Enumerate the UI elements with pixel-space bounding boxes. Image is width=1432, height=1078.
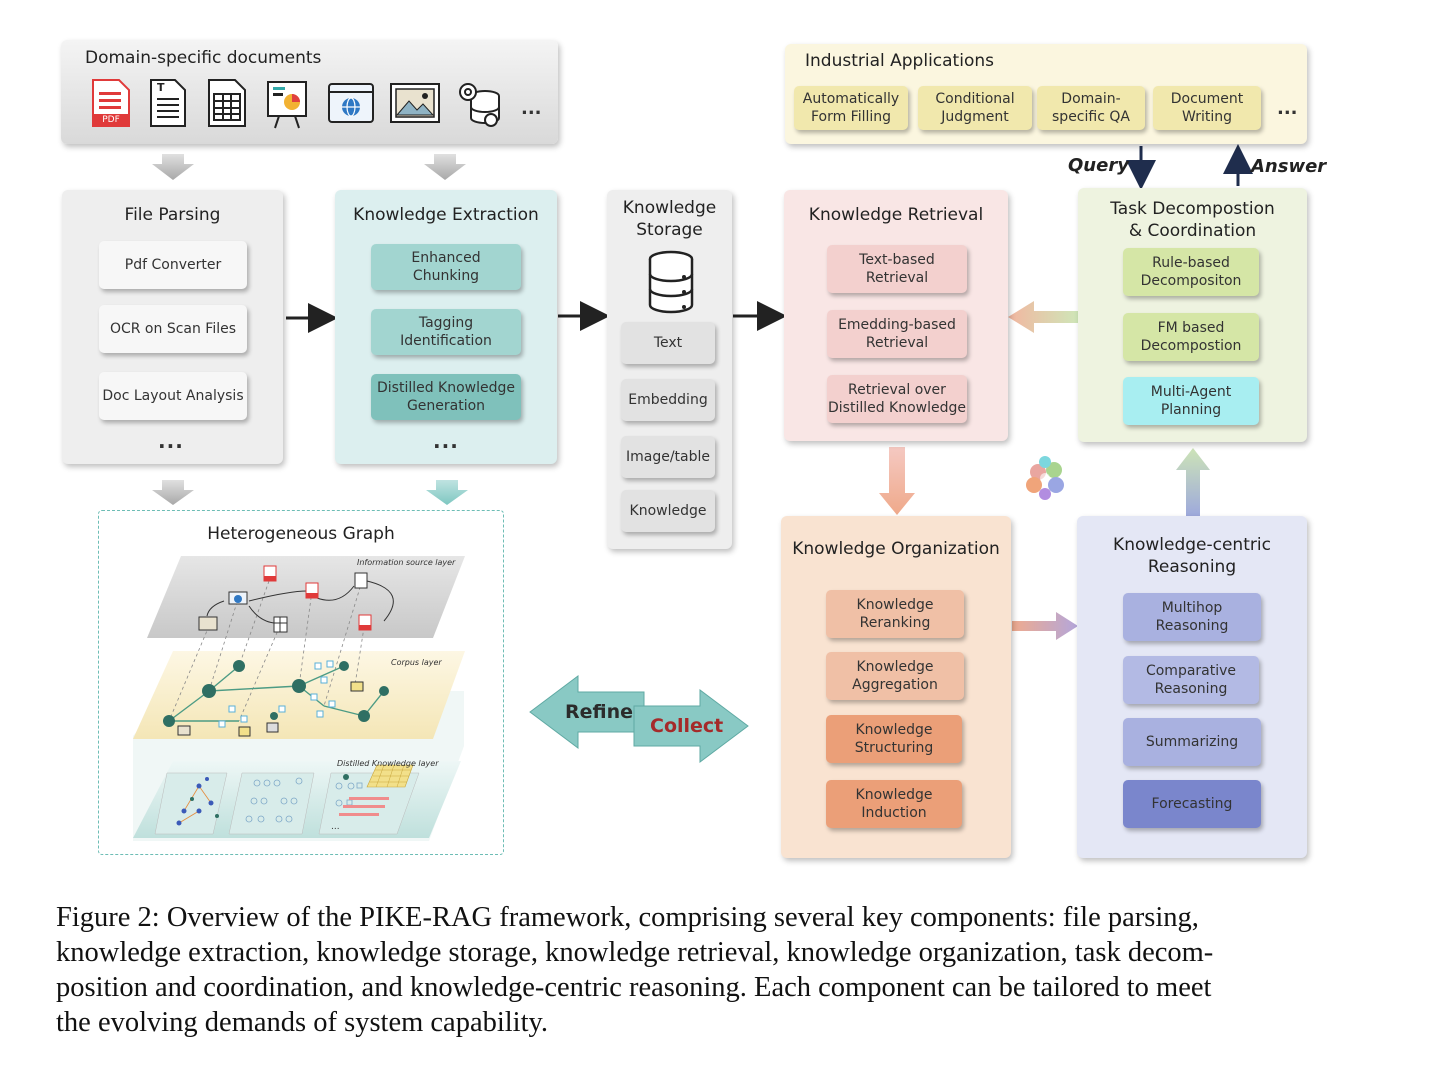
distilled-knowledge-layer-label: Distilled Knowledge layer [337, 759, 439, 768]
information-source-layer-label: Information source layer [357, 558, 456, 567]
knowledge-storage-panel: Knowledge Storage Text Embedding Image/t… [607, 190, 732, 549]
pdf-label: PDF [102, 115, 120, 125]
knowledge-aggregation-box: Knowledge Aggregation [826, 652, 964, 700]
embedding-based-retrieval-box: Emedding-based Retrieval [827, 310, 967, 358]
storage-knowledge-box: Knowledge [621, 490, 715, 532]
pdf-icon: PDF [91, 78, 131, 128]
organization-to-reasoning-arrow [1012, 612, 1078, 640]
file-parsing-panel: File Parsing Pdf Converter OCR on Scan F… [62, 190, 283, 464]
distilled-knowledge-generation-box: Distilled Knowledge Generation [371, 374, 521, 420]
doc-layout-box: Doc Layout Analysis [99, 372, 247, 420]
text-label: T [157, 81, 165, 94]
image-icon [389, 82, 441, 124]
domain-qa-box: Domain- specific QA [1037, 86, 1145, 130]
documents-more: ... [521, 98, 542, 119]
parsing-to-graph-arrow [152, 480, 194, 505]
documents-panel: Domain-specific documents PDF T [61, 40, 558, 144]
knowledge-extraction-panel: Knowledge Extraction Enhanced Chunking T… [335, 190, 557, 464]
storage-text-box: Text [621, 322, 715, 364]
heterogeneous-graph-panel: Heterogeneous Graph [98, 510, 504, 855]
fm-based-decomposition-box: FM based Decompostion [1123, 313, 1259, 361]
reasoning-to-task-arrow [1176, 448, 1210, 516]
ocr-box: OCR on Scan Files [99, 305, 247, 353]
knowledge-induction-box: Knowledge Induction [826, 780, 962, 828]
rule-based-decomposition-box: Rule-based Decompositon [1123, 248, 1259, 296]
heterogeneous-graph-title: Heterogeneous Graph [207, 524, 395, 544]
pdf-converter-box: Pdf Converter [99, 241, 247, 289]
info-layer-icons [198, 565, 372, 633]
knowledge-retrieval-title: Knowledge Retrieval [808, 205, 984, 225]
conditional-judgment-box: Conditional Judgment [918, 86, 1032, 130]
form-filling-box: Automatically Form Filling [794, 86, 908, 130]
summarizing-box: Summarizing [1123, 718, 1261, 766]
task-decomposition-title: Task Decompostion & Coordination [1110, 199, 1275, 241]
file-parsing-more: ... [158, 429, 184, 453]
storage-embedding-box: Embedding [621, 379, 715, 421]
knowledge-organization-title: Knowledge Organization [792, 539, 1000, 559]
knowledge-structuring-box: Knowledge Structuring [826, 715, 962, 763]
text-document-icon: T [149, 78, 187, 128]
knowledge-extraction-title: Knowledge Extraction [353, 205, 539, 225]
knowledge-reasoning-title: Knowledge-centric Reasoning [1113, 535, 1271, 577]
knowledge-extraction-more: ... [433, 429, 459, 453]
task-decomposition-panel: Task Decompostion & Coordination Rule-ba… [1078, 188, 1307, 442]
task-to-retrieval-arrow [1008, 301, 1078, 333]
corpus-graph-nodes [163, 660, 389, 727]
forecasting-box: Forecasting [1123, 780, 1261, 828]
knowledge-reasoning-panel: Knowledge-centric Reasoning Multihop Rea… [1077, 516, 1307, 858]
corpus-layer-plane [133, 651, 465, 739]
docs-to-extraction-arrow [424, 154, 466, 180]
documents-title: Domain-specific documents [85, 48, 322, 68]
collect-label: Collect [650, 715, 724, 737]
industrial-applications-panel: Industrial Applications Automatically Fo… [785, 44, 1307, 144]
corpus-layer-label: Corpus layer [391, 658, 442, 667]
multi-agent-planning-box: Multi-Agent Planning [1123, 377, 1259, 425]
file-parsing-title: File Parsing [124, 205, 221, 225]
extraction-to-graph-arrow [426, 480, 468, 505]
presentation-icon [265, 78, 309, 130]
caption-line: position and coordination, and knowledge… [56, 972, 1212, 1003]
storage-image-table-box: Image/table [621, 436, 715, 478]
text-based-retrieval-box: Text-based Retrieval [827, 245, 967, 293]
industrial-applications-more: ... [1277, 98, 1298, 119]
knowledge-reranking-box: Knowledge Reranking [826, 590, 964, 638]
retrieval-to-organization-arrow [879, 447, 915, 515]
answer-label: Answer [1251, 156, 1327, 177]
tagging-identification-box: Tagging Identification [371, 309, 521, 355]
distilled-retrieval-box: Retrieval over Distilled Knowledge [827, 375, 967, 423]
caption-line: Figure 2: Overview of the PIKE-RAG frame… [56, 902, 1199, 933]
caption-line: knowledge extraction, knowledge storage,… [56, 937, 1214, 968]
document-writing-box: Document Writing [1153, 86, 1261, 130]
caption-line: the evolving demands of system capabilit… [56, 1007, 549, 1038]
docs-to-parsing-arrow [152, 154, 194, 180]
query-label: Query [1068, 155, 1129, 176]
knowledge-storage-title: Knowledge Storage [622, 198, 717, 240]
distilled-layer-content [154, 764, 420, 835]
industrial-applications-title: Industrial Applications [805, 51, 994, 71]
refine-label: Refine [565, 701, 634, 723]
database-icon [647, 250, 695, 314]
comparative-reasoning-box: Comparative Reasoning [1123, 656, 1259, 704]
web-page-icon [327, 82, 375, 124]
knowledge-retrieval-panel: Knowledge Retrieval Text-based Retrieval… [784, 190, 1008, 441]
distilled-layer-more: ... [331, 822, 340, 832]
flower-logo-icon [1026, 456, 1064, 500]
spreadsheet-icon [207, 78, 247, 128]
collect-arrow [633, 689, 749, 763]
graph-illustration [133, 556, 465, 841]
figure-caption: Figure 2: Overview of the PIKE-RAG frame… [56, 900, 1346, 1040]
enhanced-chunking-box: Enhanced Chunking [371, 244, 521, 290]
multihop-reasoning-box: Multihop Reasoning [1123, 593, 1261, 641]
knowledge-organization-panel: Knowledge Organization Knowledge Reranki… [781, 516, 1011, 858]
database-settings-icon [455, 78, 505, 130]
